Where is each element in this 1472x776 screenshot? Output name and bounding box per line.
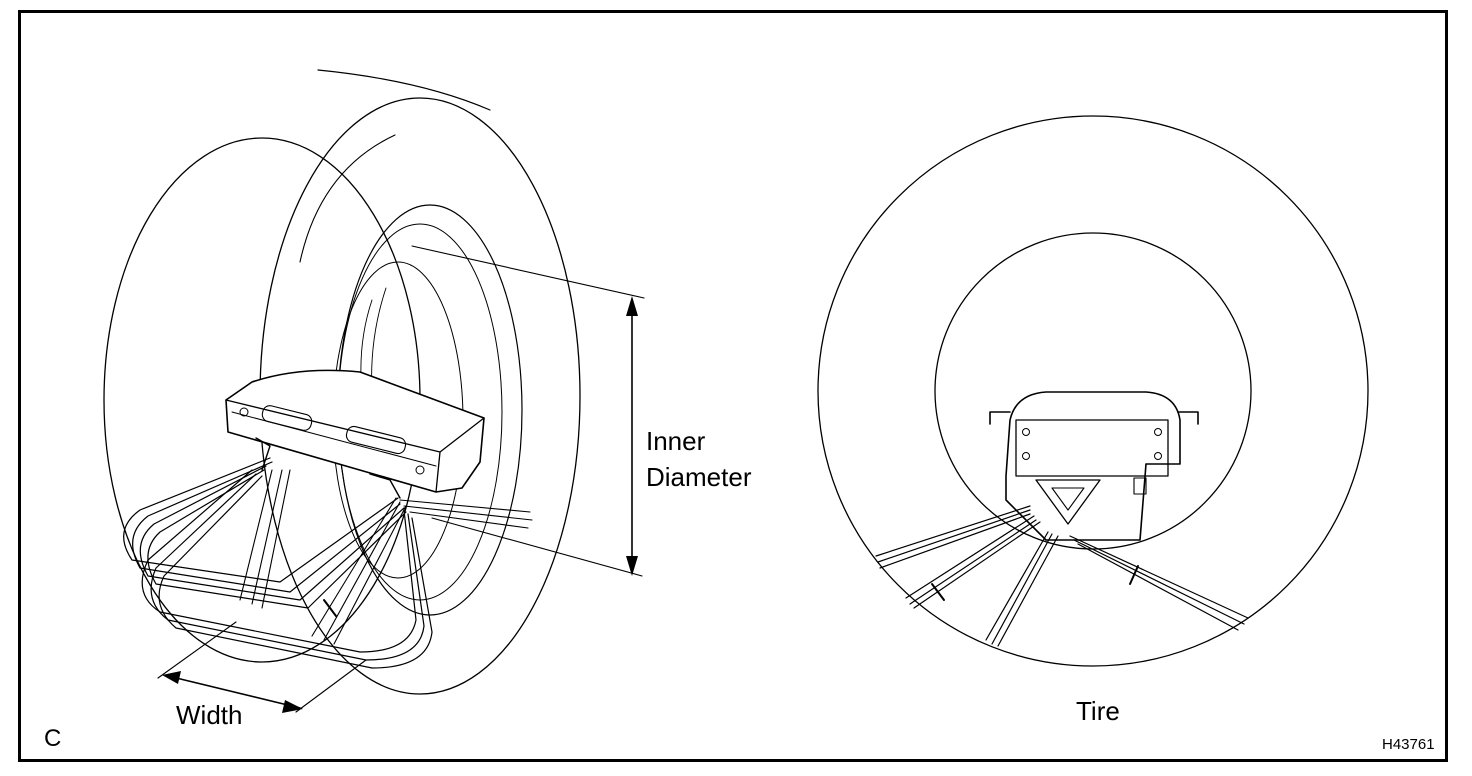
- right-tire-front: [817, 115, 1369, 667]
- figure-code-label: H43761: [1382, 736, 1435, 753]
- view-letter-label: C: [44, 725, 62, 752]
- inner-diameter-dimension: [411, 245, 645, 577]
- left-fixture: [123, 369, 533, 669]
- width-dimension: [157, 621, 367, 713]
- right-fixture: [875, 391, 1249, 647]
- width-label: Width: [176, 700, 243, 730]
- inner-diameter-label-line1: Inner: [646, 426, 706, 456]
- inner-diameter-label-line2: Diameter: [646, 462, 752, 492]
- tire-label: Tire: [1076, 696, 1120, 726]
- figure-frame: [18, 10, 1448, 762]
